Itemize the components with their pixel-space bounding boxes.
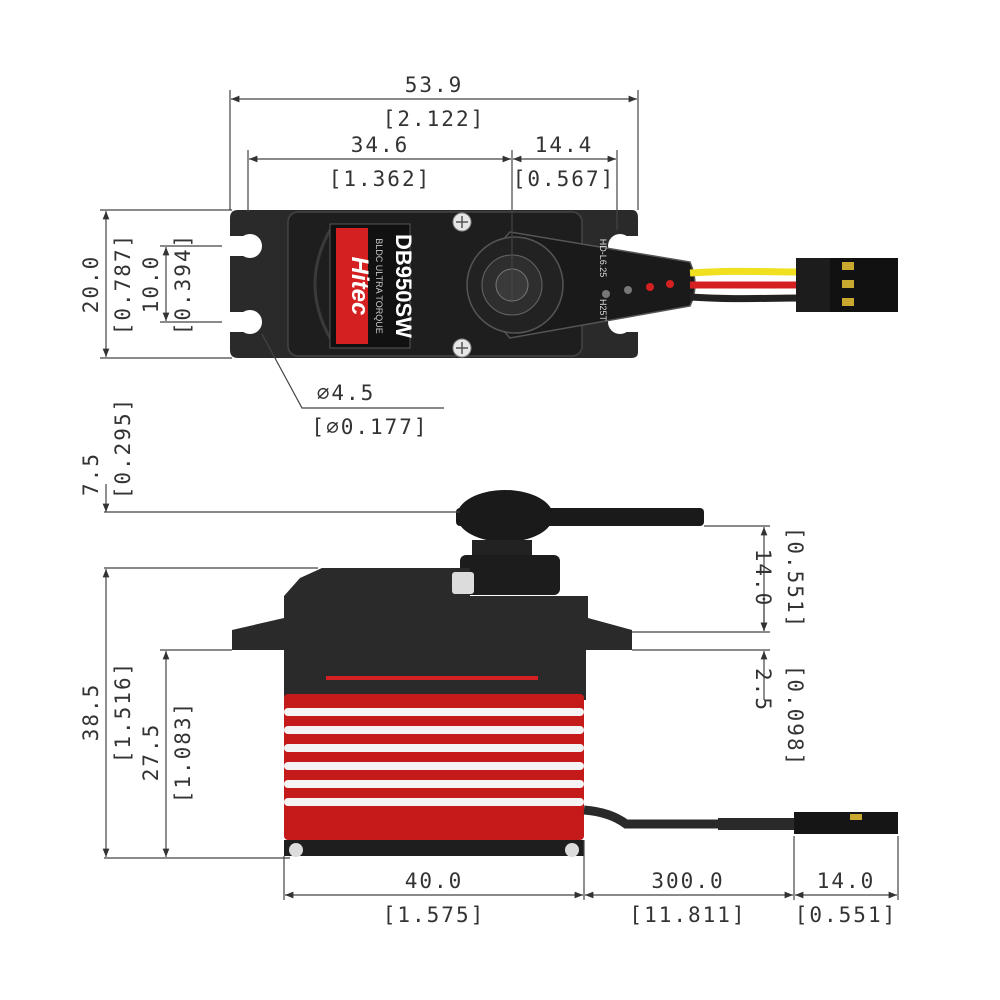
hole-diameter-in: [⌀0.177] (311, 415, 428, 439)
hole-spacing-in: [0.394] (171, 233, 195, 336)
body-to-shaft-mm: 34.6 (351, 133, 410, 157)
total-height-in: [1.516] (111, 661, 135, 764)
side-view (232, 490, 898, 857)
side-upper-case (232, 568, 632, 700)
top-wires (689, 258, 898, 312)
shaft-to-tab-mm: 14.4 (535, 133, 594, 157)
side-cable (583, 805, 898, 834)
model-text: DB950SW (391, 234, 416, 338)
horn-height-mm: 7.5 (79, 452, 103, 496)
screws (452, 212, 472, 358)
wire-length-in: [11.811] (629, 903, 746, 927)
body-to-shaft-in: [1.362] (329, 167, 432, 191)
flange-thickness-in: [0.098] (783, 665, 807, 768)
subtitle-text: BLDC ULTRA TORQUE (374, 238, 384, 334)
wire-length-mm: 300.0 (651, 869, 724, 893)
connector-length-in: [0.551] (795, 903, 898, 927)
mount-height-mm: 20.0 (79, 255, 103, 314)
horn-label-2: H25T (598, 299, 608, 322)
body-length-in: [1.575] (383, 903, 486, 927)
mount-height-in: [0.787] (111, 233, 135, 336)
hole-spacing-mm: 10.0 (139, 255, 163, 314)
flange-height-mm: 27.5 (139, 723, 163, 782)
dimension-labels: 53.9 [2.122] 34.6 [1.362] 14.4 [0.567] ⌀… (79, 73, 898, 927)
horn-label-1: HD-L6.25 (598, 239, 608, 278)
heatsink-fins (284, 708, 584, 806)
total-height-mm: 38.5 (79, 683, 103, 742)
horn-to-flange-mm: 14.0 (751, 549, 775, 608)
flange-height-in: [1.083] (171, 701, 195, 804)
horn-height-in: [0.295] (111, 397, 135, 500)
body-length-mm: 40.0 (405, 869, 464, 893)
overall-width-in: [2.122] (383, 107, 486, 131)
overall-width-mm: 53.9 (405, 73, 464, 97)
top-view: Hitec DB950SW BLDC ULTRA TORQUE HD-L6.25… (230, 210, 898, 409)
hole-diameter-mm: ⌀4.5 (317, 381, 376, 405)
flange-thickness-mm: 2.5 (751, 668, 775, 712)
brand-logo-text: Hitec (346, 257, 373, 316)
dimension-lines (100, 90, 899, 900)
connector-length-mm: 14.0 (817, 869, 876, 893)
horn-to-flange-in: [0.551] (783, 527, 807, 630)
shaft-to-tab-in: [0.567] (513, 167, 616, 191)
